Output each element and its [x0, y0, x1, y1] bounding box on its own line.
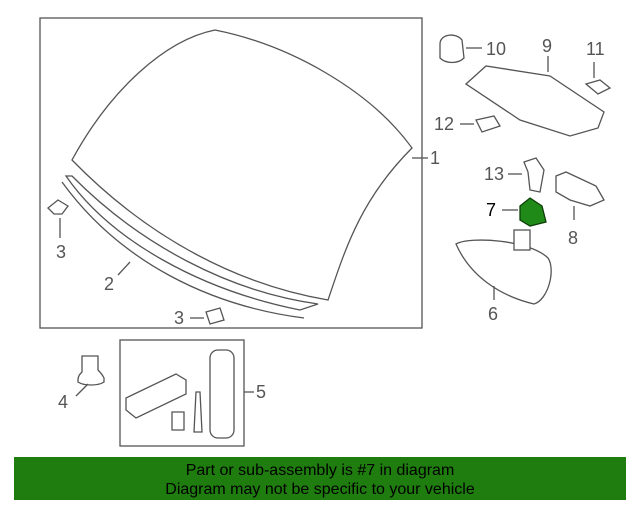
callout-2[interactable]: 2 — [104, 274, 114, 294]
callout-12[interactable]: 12 — [434, 114, 454, 134]
sensor-cover[interactable] — [555, 171, 605, 207]
callout-6[interactable]: 6 — [488, 304, 498, 324]
footer-banner: Part or sub-assembly is #7 in diagram Di… — [14, 457, 626, 500]
kit-group-frame — [119, 339, 245, 447]
kit-nozzle[interactable] — [171, 411, 185, 431]
callout-7[interactable]: 7 — [486, 200, 496, 220]
footer-line-1: Part or sub-assembly is #7 in diagram — [185, 462, 455, 479]
windshield-group-frame — [39, 17, 423, 329]
windshield-moulding-edge — [61, 181, 305, 319]
windshield-glass[interactable] — [71, 29, 413, 301]
sensor-housing[interactable] — [464, 65, 605, 137]
callout-line-4 — [75, 383, 89, 397]
callout-9[interactable]: 9 — [542, 36, 552, 56]
housing-clip[interactable] — [584, 79, 612, 95]
callout-3b[interactable]: 3 — [174, 308, 184, 328]
footer-line-2: Diagram may not be specific to your vehi… — [165, 481, 475, 498]
callout-8[interactable]: 8 — [568, 228, 578, 248]
mirror-bracket-highlighted[interactable] — [519, 197, 547, 227]
clip-bottom[interactable] — [205, 307, 225, 325]
callout-10[interactable]: 10 — [486, 39, 506, 59]
windshield-moulding[interactable] — [64, 175, 319, 311]
mirror-mount[interactable] — [513, 229, 531, 251]
adhesive-cartridge[interactable] — [77, 355, 105, 386]
callout-11[interactable]: 11 — [586, 39, 605, 59]
callout-4[interactable]: 4 — [58, 392, 68, 412]
callout-1[interactable]: 1 — [430, 148, 440, 168]
rear-view-mirror[interactable] — [455, 239, 552, 305]
callout-3a[interactable]: 3 — [56, 242, 66, 262]
callout-5[interactable]: 5 — [256, 382, 266, 402]
callout-13[interactable]: 13 — [484, 164, 504, 184]
rain-sensor[interactable] — [439, 34, 465, 64]
bracket-12[interactable] — [475, 115, 501, 133]
kit-tube[interactable] — [209, 349, 235, 439]
kit-brick[interactable] — [125, 373, 187, 419]
bracket-13[interactable] — [523, 157, 545, 193]
kit-pen[interactable] — [193, 391, 203, 433]
parts-diagram: 1 2 3 3 4 5 6 7 8 9 10 11 12 13 — [39, 17, 612, 447]
clip-left[interactable] — [47, 199, 69, 215]
callout-line-2 — [117, 261, 131, 276]
